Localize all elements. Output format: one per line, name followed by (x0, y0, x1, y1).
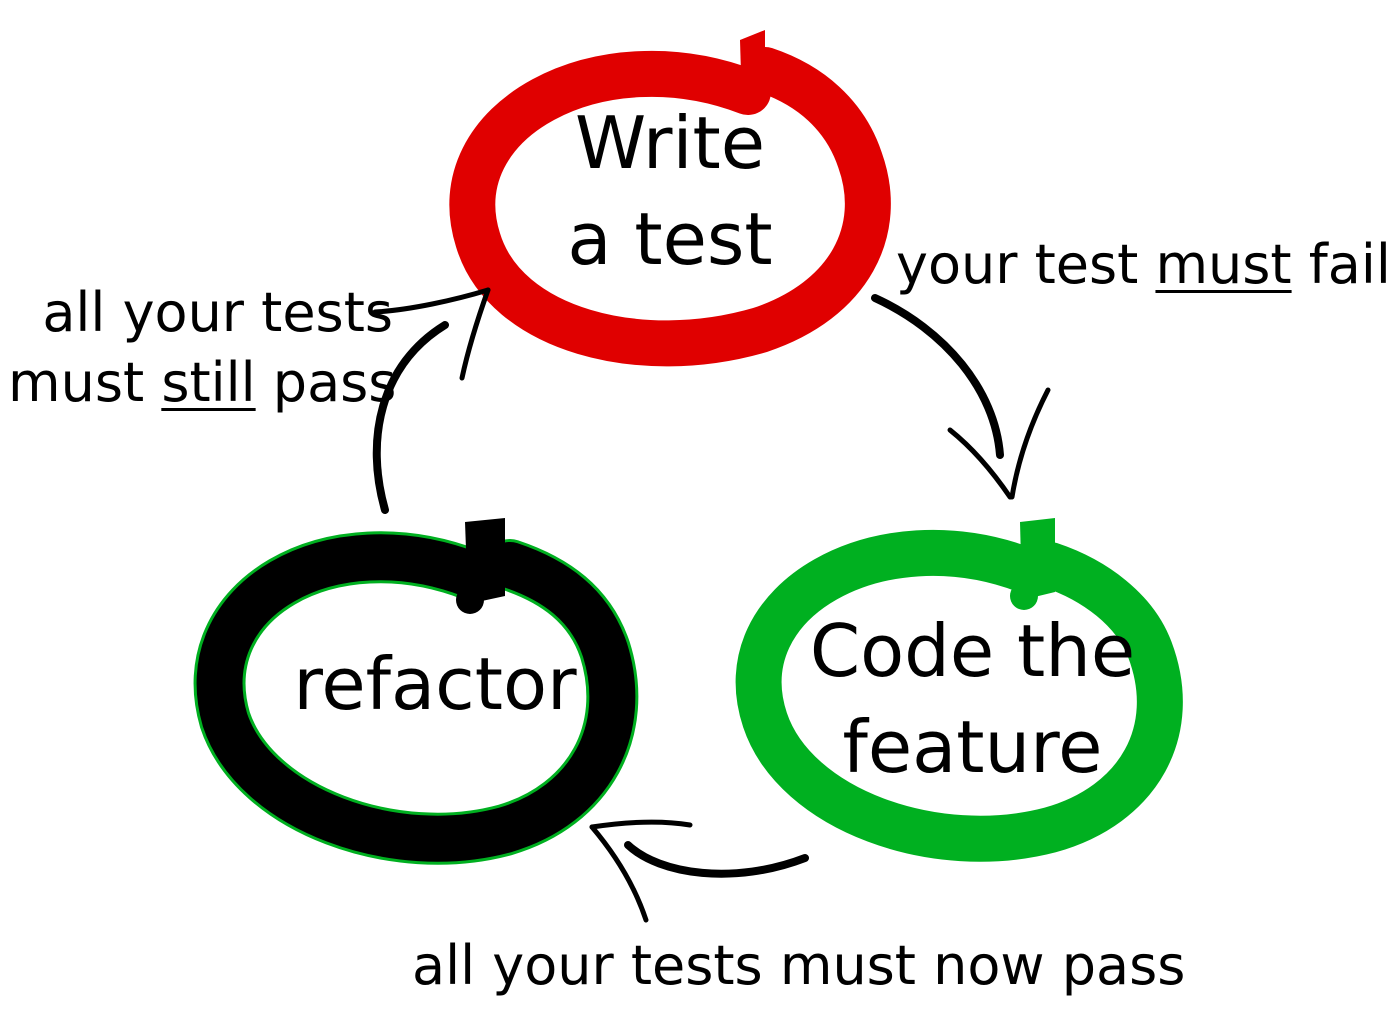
refactor-ring (193, 518, 639, 865)
write-test-ring (449, 30, 891, 367)
code-feature-line1: Code the (809, 609, 1136, 693)
edge-refactor-line2-emphasis: still (161, 351, 256, 414)
edge-refactor-line2-after: pass (255, 351, 397, 414)
node-refactor-label: refactor (285, 636, 585, 732)
arrow-write-to-code (871, 294, 1051, 500)
edge-write-emphasis: must (1155, 233, 1292, 296)
edge-label-refactor-to-write: all your tests must still pass (8, 278, 396, 418)
code-feature-ring (735, 518, 1183, 862)
node-write-test-label: Write a test (560, 95, 780, 287)
edge-code-text: all your tests must now pass (412, 934, 1186, 997)
edge-write-before: your test (896, 233, 1156, 296)
refactor-line1: refactor (293, 642, 577, 726)
edge-label-write-to-code: your test must fail (896, 230, 1391, 300)
edge-label-code-to-refactor: all your tests must now pass (412, 931, 1185, 1001)
edge-write-after: fail (1291, 233, 1391, 296)
arrow-refactor-to-write (372, 287, 491, 514)
code-feature-line2: feature (842, 705, 1103, 789)
node-code-feature-label: Code the feature (800, 603, 1145, 795)
edge-refactor-line1: all your tests (42, 281, 393, 344)
edge-refactor-line2-before: must (8, 351, 162, 414)
write-test-line1: Write (574, 101, 766, 185)
write-test-line2: a test (567, 197, 773, 281)
arrow-code-to-refactor (589, 819, 809, 923)
edge-refactor-line2: must still pass (8, 348, 396, 418)
